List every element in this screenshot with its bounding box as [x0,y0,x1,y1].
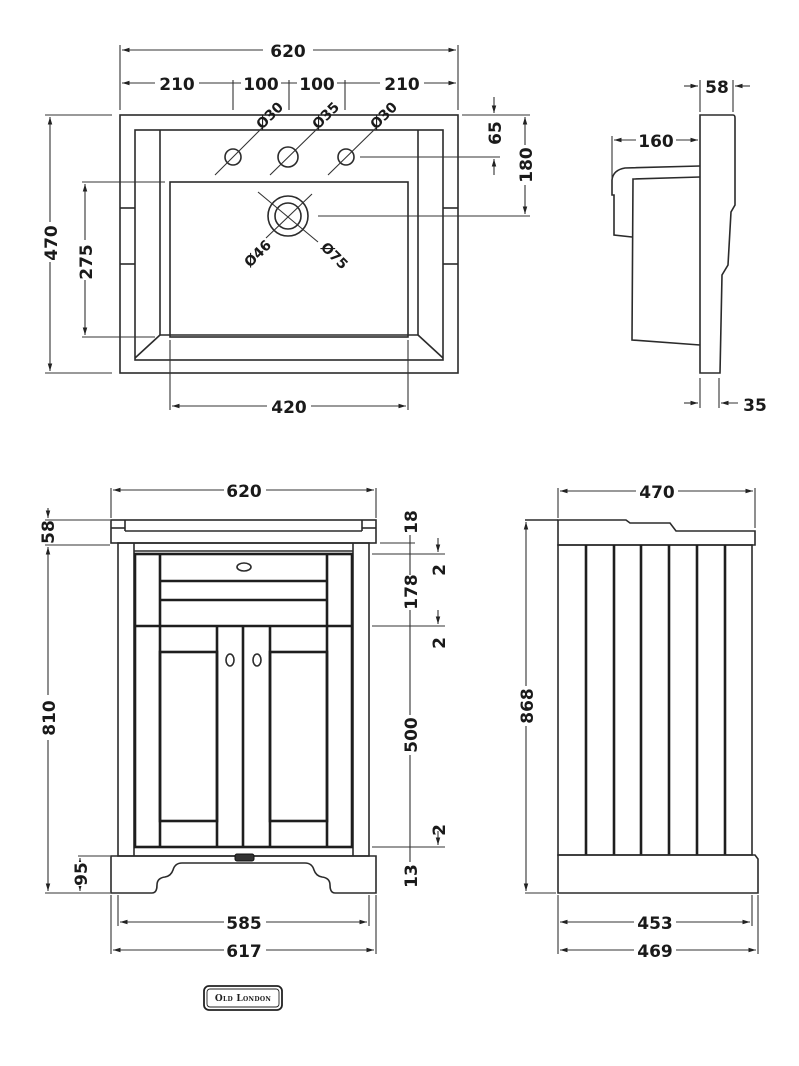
dim-label-spacing-3: 100 [299,75,335,95]
dim-label-projection: 160 [638,132,674,152]
basin-side-bowl [631,176,701,346]
side-basin-top [557,519,756,546]
dim-label-side-carcass-depth: 453 [637,914,673,934]
dim-label-side-top-depth: 470 [639,483,675,503]
basin-inner-rim [134,129,444,361]
door-handle-left [225,653,235,667]
basin-outer-rim [119,114,459,374]
door-handle-right [252,653,262,667]
brand-logo-text: Old London [215,994,272,1004]
dim-label-gap-2: 2 [430,637,450,649]
drawer-handle [236,562,252,572]
dim-label-tap-offset: 65 [486,121,506,145]
dim-label-spacing-2: 100 [243,75,279,95]
dim-label-drawer-height: 178 [402,574,422,610]
tap-hole-center [277,146,299,168]
dim-label-carcass-width: 585 [226,914,262,934]
waste-outer [267,195,309,237]
dim-label-plinth-height: 95 [72,862,92,886]
dim-label-top-thickness: 58 [705,78,729,98]
brand-logo: Old London [203,985,283,1011]
dim-label-side-plinth-depth: 469 [637,942,673,962]
basin-side-profile [699,114,736,374]
dim-label-plinth-width: 617 [226,942,262,962]
cabinet-front-view: 620 58 810 95 18 2 178 2 500 2 13 585 61… [38,481,450,962]
dim-label-bowl-depth: 275 [77,244,97,280]
cabinet-side-view: 470 868 453 469 [516,482,759,962]
dim-label-cabinet-height: 810 [40,700,60,736]
tap-hole-left [224,148,242,166]
dim-label-bowl-width: 420 [271,398,307,418]
dim-label-side-height: 868 [518,688,538,724]
dim-label-door-height: 500 [402,717,422,753]
dim-label-tap-hole-3: Ø30 [368,99,402,133]
tap-hole-right [337,148,355,166]
dim-label-spacing-1: 210 [159,75,195,95]
door-panel-right [268,650,329,823]
dim-label-tap-hole-1: Ø30 [254,99,288,133]
side-plinth [557,854,759,894]
basin-bowl [169,181,409,338]
dim-label-gap-1: 2 [430,564,450,576]
plinth-badge [234,853,255,862]
dim-label-waste-outer: Ø75 [317,240,351,274]
dim-label-waste-offset: 180 [517,147,537,183]
dim-label-basin-height: 58 [39,520,59,544]
basin-side-lip [611,165,701,238]
dim-label-top-gap: 18 [402,510,422,534]
dim-label-top-width: 620 [226,482,262,502]
dim-label-base-thickness: 35 [743,396,767,416]
dim-label-waste-inner: Ø46 [242,237,276,271]
dim-label-depth: 470 [42,225,62,261]
basin-side-view: 58 160 35 [611,77,767,416]
dim-label-gap-3: 2 [430,824,450,836]
dim-label-width: 620 [270,42,306,62]
dim-label-tap-hole-2: Ø35 [310,99,344,133]
door-panel-left [158,650,219,823]
dim-label-bottom-gap: 13 [402,864,422,888]
cabinet-plinth [110,855,377,894]
basin-top-view: 620 210 100 100 210 Ø30 Ø35 Ø30 Ø46 Ø75 … [40,40,537,418]
waste-inner [274,202,302,230]
dim-label-spacing-4: 210 [384,75,420,95]
